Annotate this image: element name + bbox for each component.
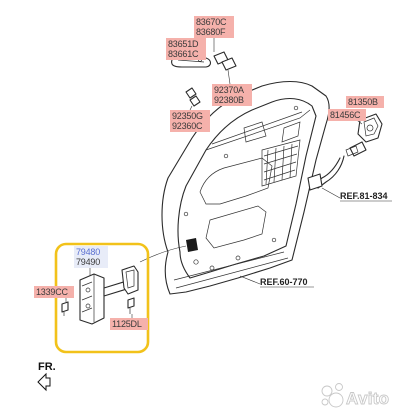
avito-watermark: Avito [321, 383, 390, 408]
part-code-92380b: 92380B [214, 95, 244, 105]
ref-60-770: REF.60-770 [239, 275, 314, 288]
door-latch [307, 113, 383, 191]
part-code-92360c: 92360C [172, 121, 203, 131]
front-direction-label: FR. [38, 361, 56, 373]
ref-81-834-text: REF.81-834 [340, 191, 388, 201]
part-code-81350b: 81350B [348, 97, 378, 107]
part-code-79490: 79490 [76, 257, 100, 267]
label-92370a-92380b: 92370A 92380B [212, 84, 252, 106]
front-arrow-icon [37, 372, 51, 392]
part-code-83680f: 83680F [196, 27, 226, 37]
ref-60-770-text: REF.60-770 [260, 277, 308, 287]
label-92350g-92360c: 92350G 92360C [170, 110, 210, 132]
checker-leader-line [139, 245, 187, 263]
part-code-92350g: 92350G [172, 111, 203, 121]
label-1339cc: 1339CC [34, 286, 74, 298]
door-checker-mount [186, 238, 198, 252]
label-83651d-83661c: 83651D 83661C [166, 38, 206, 60]
label-81350b: 81350B [346, 96, 384, 108]
avito-dots-logo-icon [321, 383, 344, 408]
leader-92370a [227, 69, 231, 85]
label-83670c-83680f: 83670C 83680F [194, 16, 234, 38]
ref-81-834: REF.81-834 [321, 187, 392, 202]
part-code-81456c: 81456C [330, 110, 361, 120]
label-79480-79490: 79480 79490 [74, 246, 108, 268]
part-code-83651d: 83651D [168, 39, 199, 49]
part-code-1125dl: 1125DL [112, 319, 142, 329]
part-code-83670c: 83670C [196, 17, 227, 27]
part-code-83661c: 83661C [168, 49, 199, 59]
part-code-79480: 79480 [76, 247, 100, 257]
part-code-1339cc: 1339CC [36, 287, 69, 297]
label-81456c: 81456C [328, 109, 366, 121]
rear-door-panel [161, 80, 330, 295]
front-direction-indicator: FR. [37, 361, 56, 392]
part-code-92370a: 92370A [214, 85, 244, 95]
label-1125dl: 1125DL [110, 318, 148, 330]
leader-92350g [189, 105, 193, 111]
door-checker-assembly [61, 265, 139, 325]
handle-clip [185, 87, 201, 107]
watermark-text: Avito [346, 389, 389, 408]
